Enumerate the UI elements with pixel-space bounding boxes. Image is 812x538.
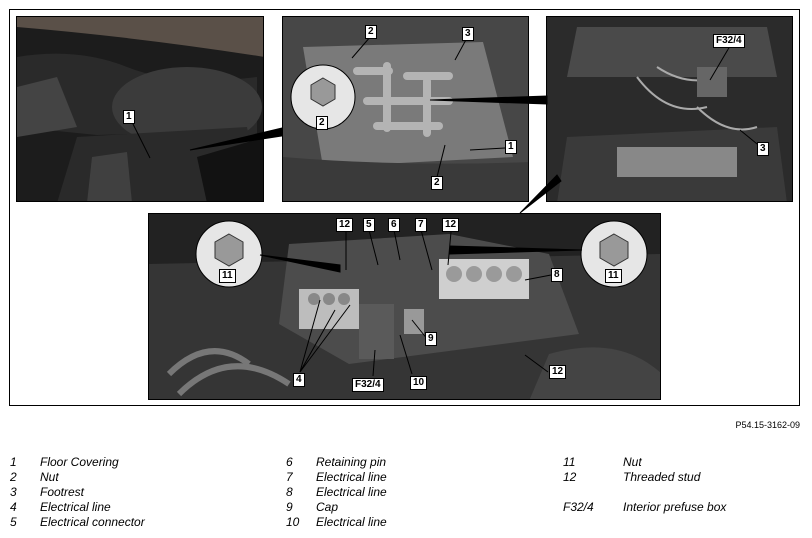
- photo-prefuse-wiring-art: [547, 17, 792, 201]
- callout-electrical-connector: 5: [363, 218, 375, 232]
- callout-nut: 2: [365, 25, 377, 39]
- callout-threaded-stud: 12: [336, 218, 354, 232]
- callout-prefuse-box: F32/4: [352, 378, 384, 392]
- callout-cap: 9: [425, 332, 437, 346]
- callout-floor-covering: 1: [505, 140, 517, 154]
- photo-floor-covering-art: [17, 17, 263, 201]
- callout-nut: 11: [605, 269, 622, 283]
- callout-electrical-line: 7: [415, 218, 427, 232]
- callout-threaded-stud: 12: [442, 218, 460, 232]
- callout-nut: 2: [316, 116, 328, 130]
- callout-prefuse-box: F32/4: [713, 34, 745, 48]
- figure-reference-code: P54.15-3162-09: [735, 420, 800, 430]
- legend: 1 Floor Covering 2 Nut 3 Footrest 4 Elec…: [10, 455, 727, 529]
- callout-nut: 2: [431, 176, 443, 190]
- callout-threaded-stud: 12: [549, 365, 567, 379]
- callout-electrical-line: 8: [551, 268, 563, 282]
- photo-prefuse-closeup: [148, 213, 661, 400]
- callout-electrical-line: 4: [293, 373, 305, 387]
- photo-footrest: [282, 16, 529, 202]
- callout-nut: 11: [219, 269, 236, 283]
- callout-electrical-line: 10: [410, 376, 428, 390]
- photo-prefuse-closeup-art: [149, 214, 660, 399]
- photo-floor-covering: [16, 16, 264, 202]
- callout-retaining-pin: 6: [388, 218, 400, 232]
- photo-prefuse-wiring: [546, 16, 793, 202]
- photo-footrest-art: [283, 17, 528, 201]
- callout-footrest: 3: [757, 142, 769, 156]
- callout-footrest: 3: [462, 27, 474, 41]
- callout-floor-covering: 1: [123, 110, 135, 124]
